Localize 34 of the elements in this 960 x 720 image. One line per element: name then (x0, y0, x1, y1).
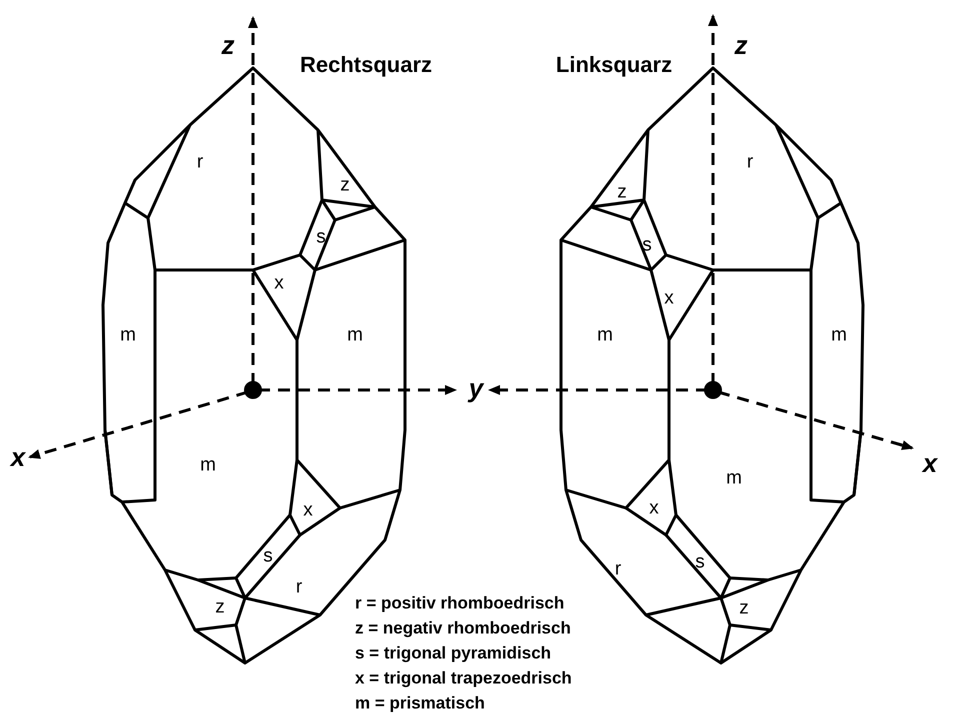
face-letter: z (739, 598, 749, 618)
face-letter: r (614, 560, 622, 578)
face-letter: s (695, 552, 705, 572)
face-letter: s (263, 546, 273, 566)
axis-label: z (222, 32, 234, 58)
face-letter: z (617, 182, 627, 202)
axis-label: y (468, 375, 484, 401)
face-letter: z (340, 176, 350, 194)
face-letter: s (642, 236, 652, 254)
face-letter: m (200, 456, 216, 474)
face-letter: x (274, 274, 284, 292)
face-letter: r (296, 578, 302, 596)
legend-text: m = prismatisch (355, 694, 485, 712)
legend-text: x = trigonal trapezoedrisch (355, 670, 572, 686)
face-letter: m (120, 326, 136, 344)
face-letter: m (347, 326, 363, 344)
crystal-title: Linksquarz (556, 54, 672, 76)
axis-label: x (922, 450, 938, 476)
legend-text: r = positiv rhomboedrisch (355, 594, 564, 612)
axis-label: z (734, 32, 748, 58)
face-letter: s (316, 228, 326, 246)
face-letter: x (649, 498, 659, 518)
face-letter: z (215, 598, 225, 616)
face-letter: x (303, 500, 313, 520)
face-letter: m (597, 326, 613, 344)
face-letter: r (196, 152, 204, 172)
face-letter: m (831, 326, 847, 344)
crystal-title: Rechtsquarz (300, 54, 432, 76)
face-letter: x (664, 288, 674, 308)
axis-label: x (10, 444, 26, 470)
legend-text: z = negativ rhomboedrisch (355, 620, 571, 636)
legend-text: s = trigonal pyramidisch (355, 644, 552, 662)
face-letter: r (746, 152, 754, 172)
face-letter: m (726, 468, 742, 488)
